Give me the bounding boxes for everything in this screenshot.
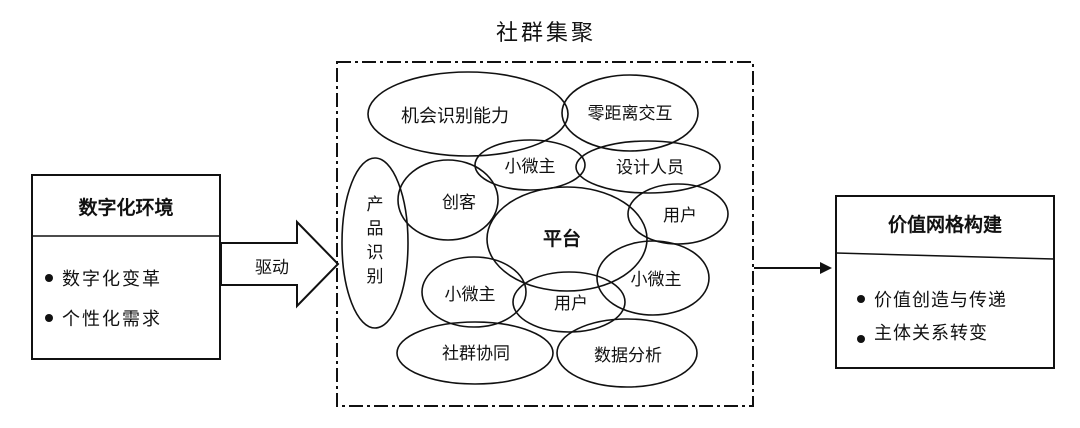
drive-arrow-label: 驱动: [255, 258, 289, 278]
label-product-id-char: 产: [367, 195, 384, 215]
bullet-dot: [45, 274, 53, 282]
bullet-dot: [857, 295, 865, 303]
oval-maker: [397, 159, 499, 241]
label-designers: 设计人员: [616, 158, 684, 178]
right-bullet-1: 价值创造与传递: [874, 290, 1007, 311]
right-box: 价值网格构建 价值创造与传递 主体关系转变: [835, 195, 1055, 369]
oval-designers: [575, 140, 721, 194]
oval-platform: [486, 186, 648, 292]
label-data-analysis: 数据分析: [594, 346, 662, 366]
left-bullet-1: 数字化变革: [62, 269, 162, 290]
oval-labels: 机会识别能力 零距离交互 小微主 设计人员 创客 平台 用户 小微主 用户 小微…: [367, 104, 698, 366]
label-maker: 创客: [442, 193, 476, 213]
oval-opportunity: [367, 71, 569, 157]
label-zero-distance: 零距离交互: [588, 104, 673, 124]
left-bullet-2: 个性化需求: [62, 309, 162, 330]
label-community: 社群协同: [442, 344, 510, 364]
label-product-id-char: 识: [367, 243, 384, 263]
oval-zero-distance: [561, 74, 699, 152]
community-frame: [336, 61, 754, 407]
oval-micro-main-right: [596, 240, 710, 316]
drive-arrow: 驱动: [220, 219, 340, 309]
diagram-title: 社群集聚: [496, 21, 596, 46]
label-user-right: 用户: [663, 206, 697, 226]
label-platform: 平台: [543, 227, 581, 250]
label-product-id-char: 品: [367, 219, 384, 239]
left-box-header: 数字化环境: [78, 196, 173, 219]
oval-product-id: [341, 157, 409, 329]
label-user-bottom: 用户: [554, 294, 588, 314]
oval-group: [341, 71, 729, 388]
right-box-header: 价值网格构建: [888, 213, 1002, 236]
oval-user-bottom: [512, 271, 626, 333]
bullet-dot: [857, 335, 865, 343]
oval-data-analysis: [556, 318, 698, 388]
left-box: 数字化环境 数字化变革 个性化需求: [31, 174, 221, 360]
bullet-dot: [45, 314, 53, 322]
oval-community: [396, 321, 554, 385]
label-micro-main-right: 小微主: [631, 270, 682, 290]
label-product-id-char: 别: [367, 267, 384, 287]
label-opportunity: 机会识别能力: [401, 106, 509, 127]
oval-micro-main-left: [421, 256, 527, 328]
label-micro-main-left: 小微主: [445, 285, 496, 305]
oval-micro-main-top: [474, 139, 586, 191]
right-bullet-2: 主体关系转变: [874, 323, 988, 344]
label-product-id: 产品识别: [367, 195, 384, 287]
label-micro-main-top: 小微主: [505, 157, 556, 177]
